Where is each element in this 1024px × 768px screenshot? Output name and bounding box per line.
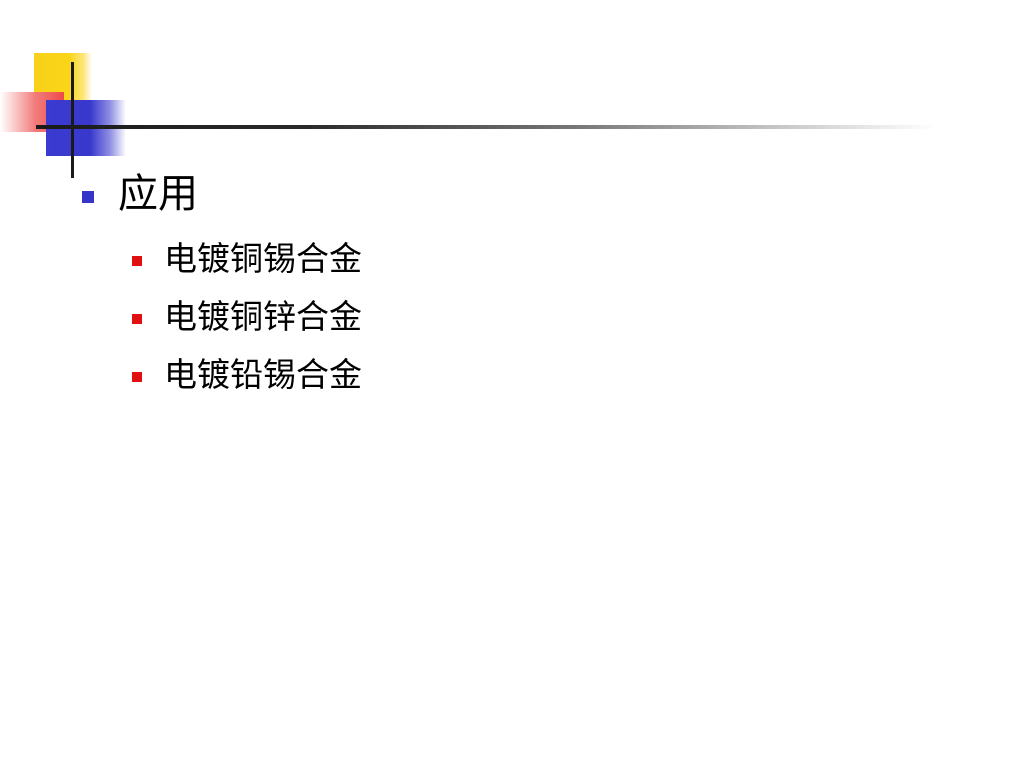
sub-bullet-text: 电镀铜锡合金 <box>164 239 362 278</box>
decor-vertical-line <box>71 62 74 178</box>
sub-bullet-text: 电镀铅锡合金 <box>164 355 362 394</box>
sub-bullet-text: 电镀铜锌合金 <box>164 297 362 336</box>
list-item-level2: 电镀铅锡合金 <box>132 346 362 404</box>
sub-bullet-list: 电镀铜锡合金 电镀铜锌合金 电镀铅锡合金 <box>132 230 362 404</box>
decor-horizontal-line <box>36 125 936 129</box>
bullet-list: 应用 <box>82 168 198 220</box>
bullet-text: 应用 <box>118 171 198 217</box>
list-item-level2: 电镀铜锌合金 <box>132 288 362 346</box>
list-item-level2: 电镀铜锡合金 <box>132 230 362 288</box>
square-bullet-icon <box>132 314 142 324</box>
square-bullet-icon <box>132 256 142 266</box>
square-bullet-icon <box>82 191 94 203</box>
square-bullet-icon <box>132 372 142 382</box>
list-item-level1: 应用 <box>82 168 198 220</box>
